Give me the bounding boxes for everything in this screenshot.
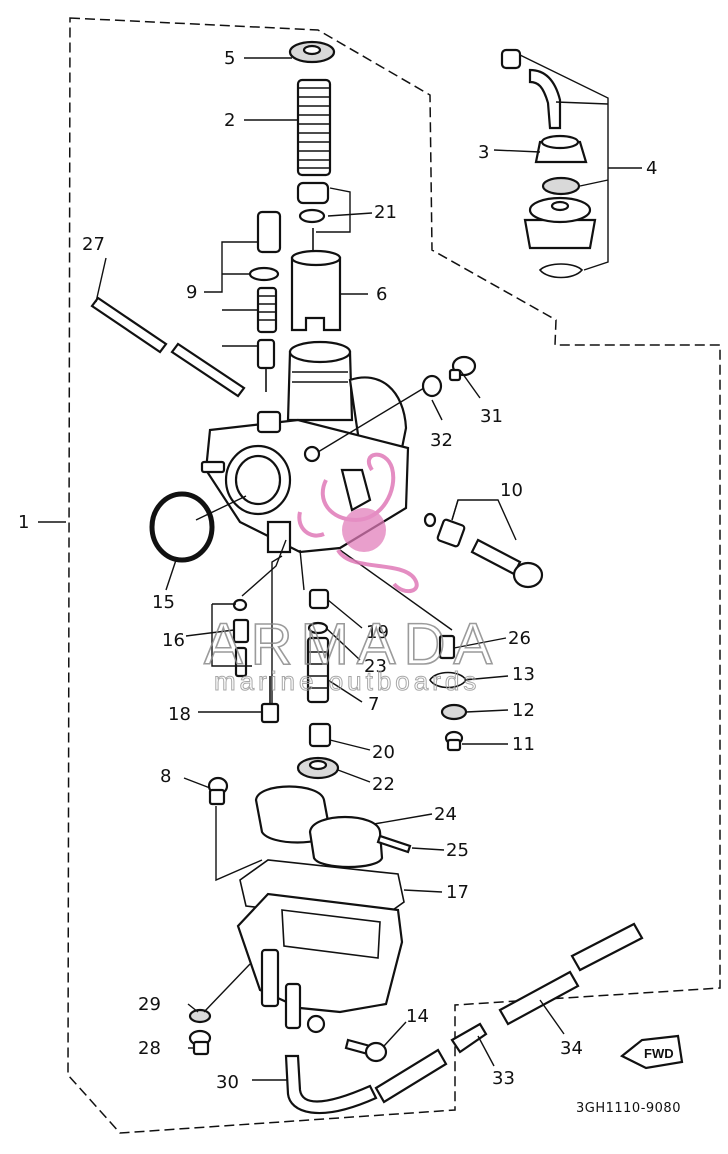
part-9-starter-plunger: [248, 210, 282, 392]
float-bowl: [236, 892, 404, 1034]
part-18-jet: [260, 676, 280, 724]
drawing-code: 3GH1110-9080: [576, 1101, 681, 1116]
part-28-screw: [188, 1029, 212, 1056]
part-15-oring: [149, 491, 215, 563]
callout-9: 9: [186, 282, 197, 303]
leader-lines: [38, 54, 642, 1081]
part-30-hose: [284, 1054, 378, 1115]
callout-17: 17: [446, 882, 469, 903]
part-24-float: [254, 785, 384, 869]
part-25-pin: [376, 834, 412, 854]
watermark-brand: ARMADA: [204, 612, 500, 677]
callout-15: 15: [152, 592, 175, 613]
callout-34: 34: [560, 1038, 583, 1059]
watermark-tagline: marine outboards: [214, 666, 480, 696]
part-6-throttle-valve: [290, 249, 342, 332]
watermark: ARMADA marine outboards: [203, 452, 500, 697]
fwd-label: FWD: [644, 1046, 674, 1061]
callout-labels: 1 2 3 4 5 6 7 8 9 10 11 12 13 14 15 16 1…: [18, 48, 657, 1093]
callout-11: 11: [512, 734, 535, 755]
callout-18: 18: [168, 704, 191, 725]
part-14-drain-screw: [344, 1038, 388, 1063]
callout-4: 4: [646, 158, 657, 179]
callout-8: 8: [160, 766, 171, 787]
callout-24: 24: [434, 804, 457, 825]
callout-25: 25: [446, 840, 469, 861]
callout-10: 10: [500, 480, 523, 501]
callout-1: 1: [18, 512, 29, 533]
callout-28: 28: [138, 1038, 161, 1059]
part-26-jet: [438, 634, 456, 660]
callout-3: 3: [478, 142, 489, 163]
callout-6: 6: [376, 284, 387, 305]
callout-5: 5: [224, 48, 235, 69]
part-11-screw: [444, 730, 464, 752]
part-27-pipe: [90, 296, 246, 398]
callout-14: 14: [406, 1006, 429, 1027]
part-2-spring: [296, 78, 332, 177]
part-17-gasket: [239, 859, 405, 923]
callout-20: 20: [372, 742, 395, 763]
callout-22: 22: [372, 774, 395, 795]
watermark-logo-icon: [297, 452, 419, 594]
part-5-washer: [288, 40, 336, 64]
callout-21: 21: [374, 202, 397, 223]
fwd-badge: FWD: [619, 1034, 684, 1070]
part-19-jet: [308, 588, 330, 610]
callout-31: 31: [480, 406, 503, 427]
assembly-boundary: [67, 17, 721, 1134]
part-12-washer: [440, 703, 468, 721]
part-4-top-cover-assembly: [500, 48, 597, 279]
part-32-washer: [421, 374, 443, 398]
callout-13: 13: [512, 664, 535, 685]
callout-33: 33: [492, 1068, 515, 1089]
callout-19: 19: [366, 622, 389, 643]
callout-7: 7: [368, 694, 379, 715]
callout-2: 2: [224, 110, 235, 131]
part-16-jet: [232, 598, 250, 678]
callout-29: 29: [138, 994, 161, 1015]
callout-32: 32: [430, 430, 453, 451]
part-22-washer: [296, 756, 340, 780]
callout-30: 30: [216, 1072, 239, 1093]
callout-27: 27: [82, 234, 105, 255]
part-30-hose-end: [374, 1048, 448, 1104]
part-7-needle-jet: [306, 636, 330, 704]
callout-12: 12: [512, 700, 535, 721]
part-10-throttle-stop-screw: [423, 512, 544, 589]
part-31-screw: [448, 355, 477, 382]
part-8-screw: [207, 776, 229, 806]
part-34-hose: [498, 922, 644, 1026]
part-20-jet: [308, 722, 332, 748]
callout-26: 26: [508, 628, 531, 649]
part-33-fitting: [450, 1022, 488, 1054]
callout-16: 16: [162, 630, 185, 651]
part-29-washer: [188, 1008, 212, 1024]
callout-23: 23: [364, 656, 387, 677]
